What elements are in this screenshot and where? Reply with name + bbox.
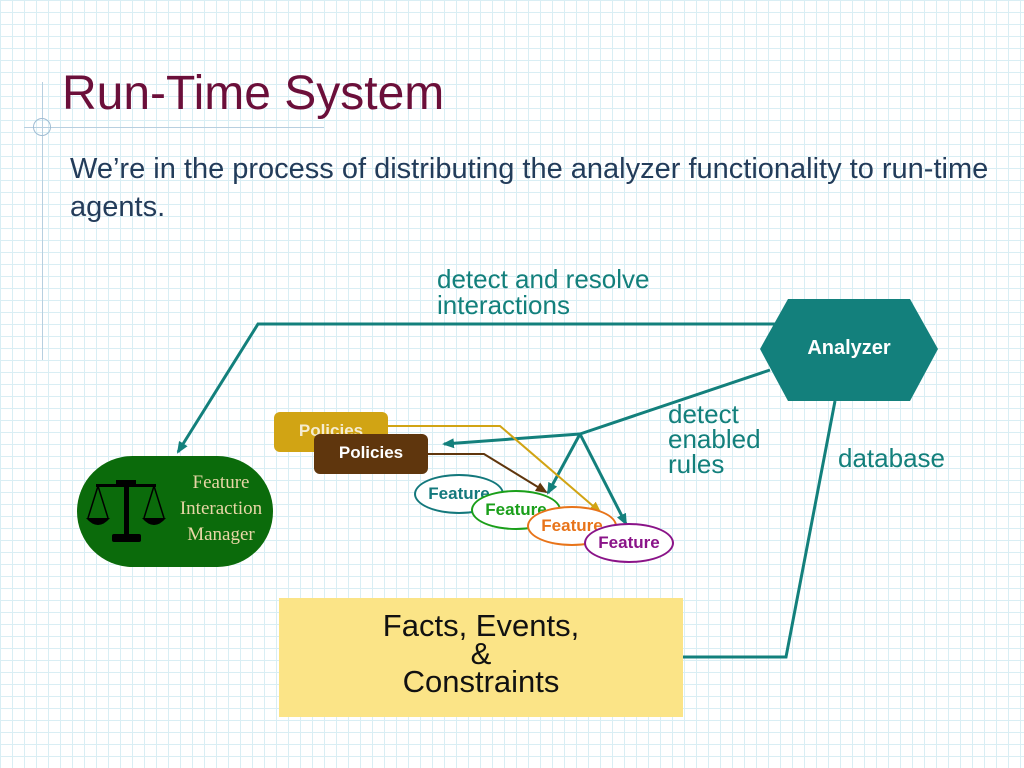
scale-icon <box>86 480 166 542</box>
database-arrow <box>658 400 837 662</box>
policy-gold-arrow <box>388 425 602 514</box>
policy-brown-arrow <box>428 453 548 494</box>
feature-interaction-manager[interactable] <box>77 456 273 567</box>
slide-subtitle: We’re in the process of distributing the… <box>70 153 989 223</box>
slide-title: Run-Time System <box>62 67 445 120</box>
fim-label: Feature Interaction Manager <box>179 472 263 545</box>
interactions-note: detect and resolve interactions <box>437 264 650 320</box>
title-rule <box>24 127 324 128</box>
margin-rule <box>42 82 43 360</box>
feature-ellipse-purple[interactable]: Feature <box>584 523 674 563</box>
enabled-rules-note: detect enabled rules <box>668 399 761 479</box>
rules-to-policies-arrow <box>442 432 581 449</box>
analyzer-hexagon[interactable] <box>760 299 938 401</box>
analyzer-label: Analyzer <box>807 337 891 359</box>
interactions-arrow <box>176 322 783 454</box>
rule-circle <box>33 118 51 136</box>
rules-to-feature-arrow-2 <box>578 433 628 526</box>
database-note: database <box>838 443 945 473</box>
enabled-rules-trunk <box>579 368 771 436</box>
rules-to-feature-arrow <box>546 433 582 495</box>
policies-box-front[interactable]: Policies <box>314 434 428 474</box>
facts-events-constraints-box[interactable]: Facts, Events, & Constraints <box>279 598 683 717</box>
